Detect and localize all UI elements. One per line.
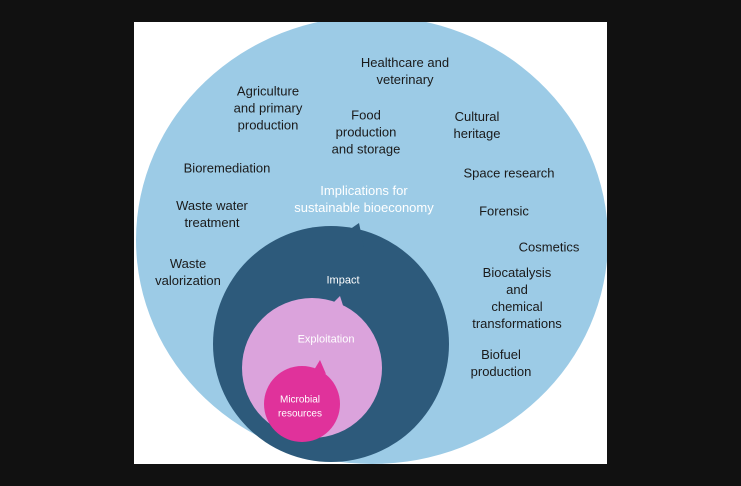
diagram-panel: Healthcare and veterinary Agriculture an… bbox=[134, 22, 607, 464]
label-exploitation: Exploitation bbox=[297, 333, 355, 346]
label-space: Space research bbox=[463, 165, 555, 181]
label-biocatalysis: Biocatalysis and chemical transformation… bbox=[472, 265, 562, 331]
label-forensic: Forensic bbox=[479, 203, 529, 219]
impact-pointer bbox=[346, 223, 364, 247]
label-microbial: Microbial resources bbox=[278, 394, 322, 420]
label-impact: Impact bbox=[326, 274, 360, 287]
label-agriculture: Agriculture and primary production bbox=[233, 83, 303, 133]
label-biofuel: Biofuel production bbox=[470, 347, 532, 379]
label-cosmetics: Cosmetics bbox=[518, 239, 580, 255]
label-cultural: Cultural heritage bbox=[453, 109, 501, 141]
label-bioremediation: Bioremediation bbox=[183, 160, 271, 176]
label-wastewater: Waste water treatment bbox=[176, 198, 248, 230]
exploitation-pointer bbox=[330, 296, 346, 315]
microbial-pointer bbox=[314, 360, 326, 374]
label-healthcare: Healthcare and veterinary bbox=[360, 55, 450, 87]
label-implications: Implications for sustainable bioeconomy bbox=[294, 183, 434, 215]
nested-circles-svg bbox=[136, 22, 607, 464]
microbial-circle bbox=[264, 366, 340, 442]
label-waste-valorization: Waste valorization bbox=[155, 256, 221, 288]
label-food: Food production and storage bbox=[331, 107, 401, 157]
